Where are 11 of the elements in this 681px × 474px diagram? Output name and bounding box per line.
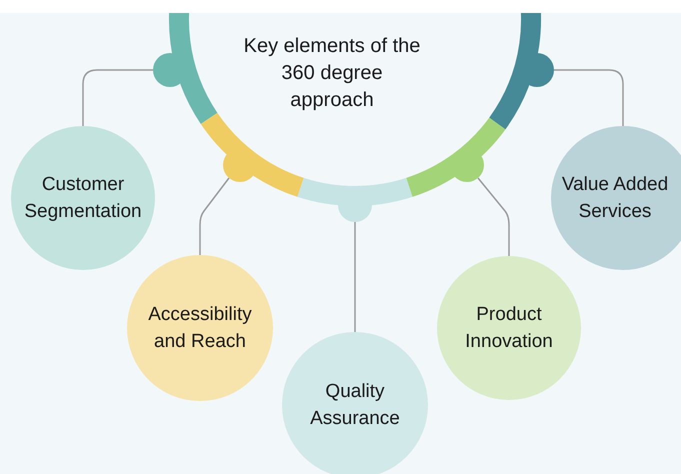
connector-line (199, 178, 230, 255)
topic-label: Product Innovation (464, 303, 554, 354)
connector-line (554, 69, 624, 126)
topic-label: Customer Segmentation (23, 173, 143, 224)
topic-label: Accessibility and Reach (147, 303, 253, 354)
title-text: Key elements of the 360 degree approach (242, 34, 422, 113)
topic-label: Value Added Services (560, 173, 670, 224)
connector-line (354, 222, 356, 332)
topic-label: Quality Assurance (309, 380, 401, 431)
connector-line (82, 69, 153, 126)
connector-line (477, 178, 510, 256)
